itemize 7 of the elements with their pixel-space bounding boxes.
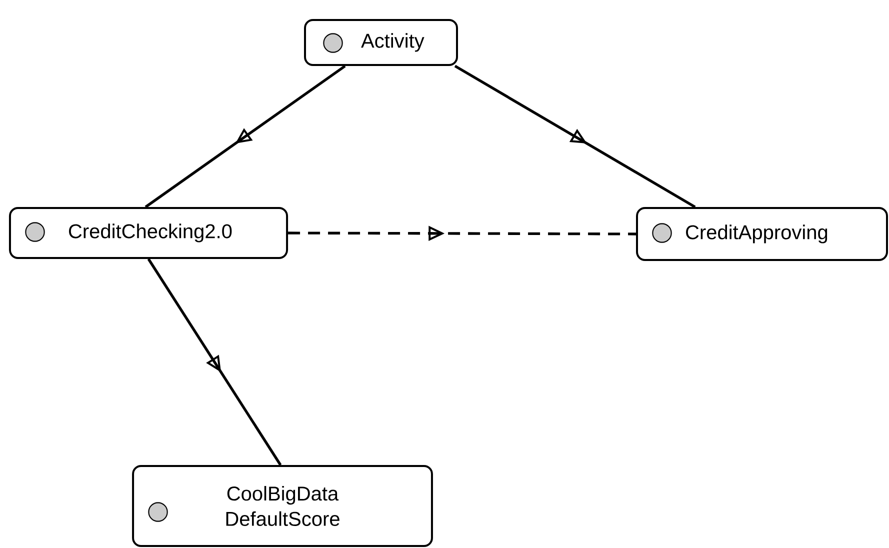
- arrow: [454, 64, 696, 208]
- arrow: [144, 64, 346, 208]
- class-box: Activity: [304, 18, 458, 66]
- arrow: [147, 258, 282, 466]
- class-box: CreditChecking2.0: [8, 207, 288, 259]
- class-box: CreditApproving: [636, 207, 888, 261]
- class-box: CoolBigData DefaultScore: [132, 465, 433, 547]
